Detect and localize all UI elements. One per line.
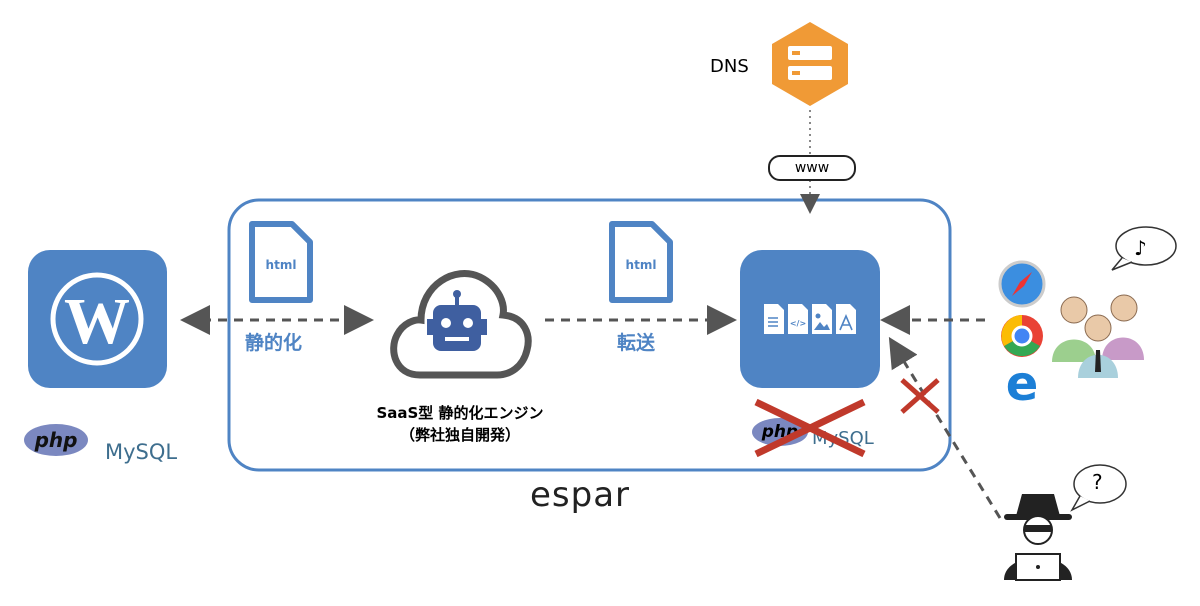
attacker-speech-bubble [1070, 464, 1127, 512]
html-doc-label: html [625, 258, 657, 272]
chrome-icon [1001, 315, 1043, 357]
espar-boundary [227, 198, 952, 472]
static-hosting-tile: </> [740, 250, 880, 388]
music-note-icon: ♪ [1134, 236, 1147, 260]
engine-title-line1: SaaS型 静的化エンジン [376, 404, 544, 422]
html-doc-label: html [265, 258, 297, 272]
attacker-icon [1004, 494, 1072, 581]
blocked-x-icon [900, 378, 940, 414]
ie-icon: e [1006, 356, 1039, 405]
step-transfer-label: 転送 [617, 332, 656, 354]
browser-icons: e [998, 260, 1046, 405]
html-document-icon [609, 221, 673, 303]
espar-logo: espar [529, 475, 631, 515]
svg-text:e: e [1006, 356, 1039, 405]
step-staticize-label: 静的化 [245, 332, 303, 354]
cloud-robot-icon [390, 270, 532, 379]
mysql-text: MySQL [105, 440, 178, 464]
users-icon [1052, 294, 1144, 378]
html-document-icon [249, 221, 313, 303]
dns-server-icon [772, 22, 848, 106]
dns-label: DNS [710, 56, 749, 77]
safari-icon [998, 260, 1046, 308]
not-needed-x-icon [754, 398, 866, 458]
php-logo: php [24, 424, 88, 456]
wordpress-tile: W [28, 250, 167, 388]
svg-text:W: W [64, 285, 130, 358]
question-icon: ? [1092, 470, 1103, 494]
engine-title: SaaS型 静的化エンジン （弊社独自開発） [360, 402, 560, 446]
static-files-icon: </> [764, 304, 856, 334]
engine-title-line2: （弊社独自開発） [399, 426, 520, 444]
svg-text:</>: </> [790, 319, 806, 328]
wordpress-icon: W [50, 272, 144, 366]
users-speech-bubble [1111, 226, 1177, 271]
arrow-attacker-hosting [888, 336, 1002, 519]
mysql-logo: MySQL [105, 440, 177, 464]
www-badge: www [768, 155, 856, 181]
